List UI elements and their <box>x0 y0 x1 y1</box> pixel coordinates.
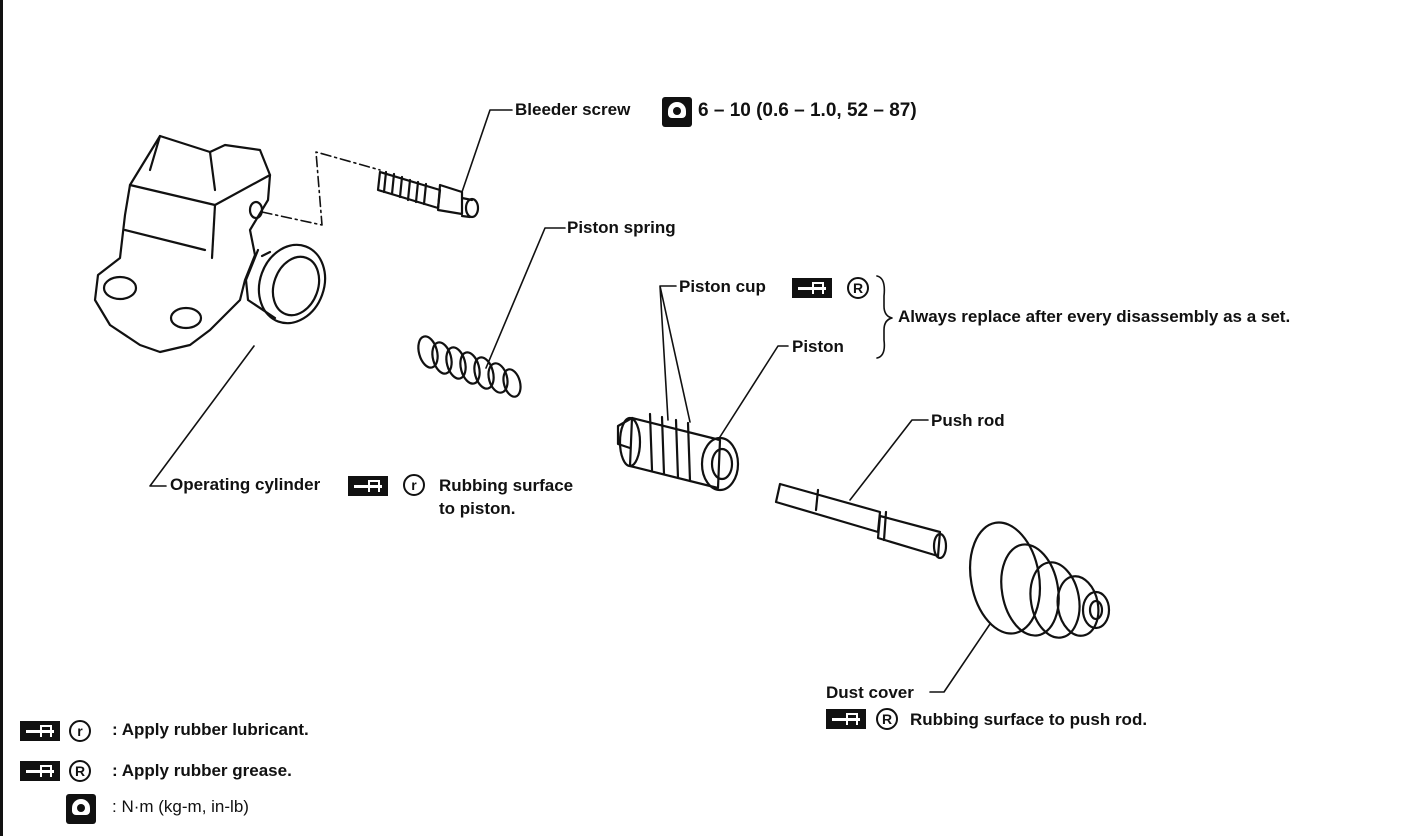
rubber-lubricant-symbol-icon: r <box>403 474 425 496</box>
bleeder-screw <box>376 170 480 219</box>
piston-spring <box>417 335 522 398</box>
rubbing-surface-piston-line1: Rubbing surface <box>439 476 574 495</box>
legend-grease-symbol-icon: R <box>69 760 91 782</box>
piston-label: Piston <box>792 337 844 356</box>
legend-grease-icon <box>20 761 60 781</box>
rubber-grease-symbol-icon: R <box>847 277 869 299</box>
rubbing-surface-piston-line2: to piston. <box>439 499 516 518</box>
rubbing-surface-push-rod: Rubbing surface to push rod. <box>910 710 1148 729</box>
torque-wrench-icon <box>662 97 692 127</box>
dust-cover <box>969 521 1111 639</box>
piston-assembly <box>616 412 740 492</box>
piston-cup-label: Piston cup <box>679 277 766 296</box>
legend-rubber-grease: : Apply rubber grease. <box>112 761 292 780</box>
rubber-grease-symbol-icon: R <box>876 708 898 730</box>
replace-note: Always replace after every disassembly a… <box>898 307 1291 326</box>
legend-torque-units: : N·m (kg-m, in-lb) <box>112 797 249 816</box>
leader-lines <box>149 109 991 693</box>
legend-rubber-lubricant: : Apply rubber lubricant. <box>112 720 309 739</box>
push-rod <box>774 482 948 560</box>
legend-lubricant-symbol-icon: r <box>69 720 91 742</box>
push-rod-label: Push rod <box>931 411 1005 430</box>
legend-grease-icon <box>20 721 60 741</box>
operating-cylinder-label: Operating cylinder <box>170 475 321 494</box>
grease-icon <box>792 278 832 298</box>
piston-spring-label: Piston spring <box>567 218 676 237</box>
legend-torque-icon <box>66 794 96 824</box>
dust-cover-label: Dust cover <box>826 683 914 702</box>
operating-cylinder <box>93 134 327 354</box>
grease-icon <box>348 476 388 496</box>
grease-icon <box>826 709 866 729</box>
bleeder-torque-value: 6 – 10 (0.6 – 1.0, 52 – 87) <box>698 100 917 121</box>
bleeder-screw-label: Bleeder screw <box>515 100 631 119</box>
alignment-guide-line <box>261 151 381 226</box>
page-border-line <box>0 0 3 836</box>
